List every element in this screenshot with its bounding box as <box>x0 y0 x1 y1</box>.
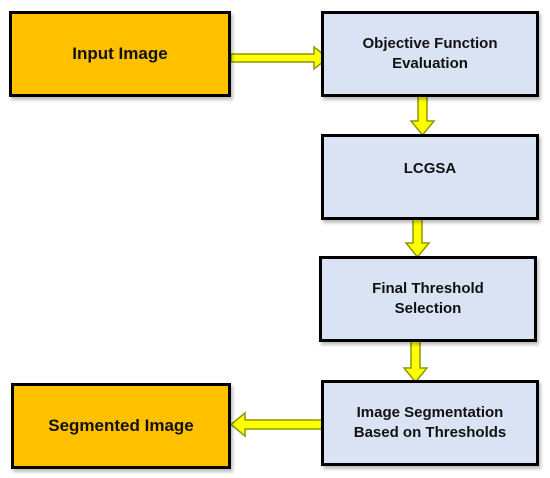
arrow-lcgsa-to-threshold <box>404 218 431 259</box>
lcgsa-box: LCGSA <box>321 134 539 220</box>
image-segmentation-box: Image Segmentation Based on Thresholds <box>321 380 539 466</box>
final-threshold-box: Final Threshold Selection <box>319 256 537 342</box>
objective-function-box: Objective Function Evaluation <box>321 11 539 97</box>
lcgsa-label: LCGSA <box>403 160 457 177</box>
final-threshold-label: Final Threshold Selection <box>372 279 484 317</box>
objective-function-label: Objective Function Evaluation <box>362 34 498 72</box>
arrow-segmentation-to-output-shape <box>229 411 323 438</box>
arrow-objective-to-lcgsa <box>409 95 436 137</box>
input-image-box: Input Image <box>9 11 231 97</box>
image-segmentation-label: Image Segmentation Based on Thresholds <box>353 403 507 441</box>
segmented-image-box: Segmented Image <box>11 383 231 469</box>
arrow-threshold-to-segmentation <box>402 340 429 384</box>
arrow-input-to-objective <box>230 45 330 71</box>
input-image-label: Input Image <box>72 43 168 63</box>
segmented-image-label: Segmented Image <box>48 415 194 435</box>
